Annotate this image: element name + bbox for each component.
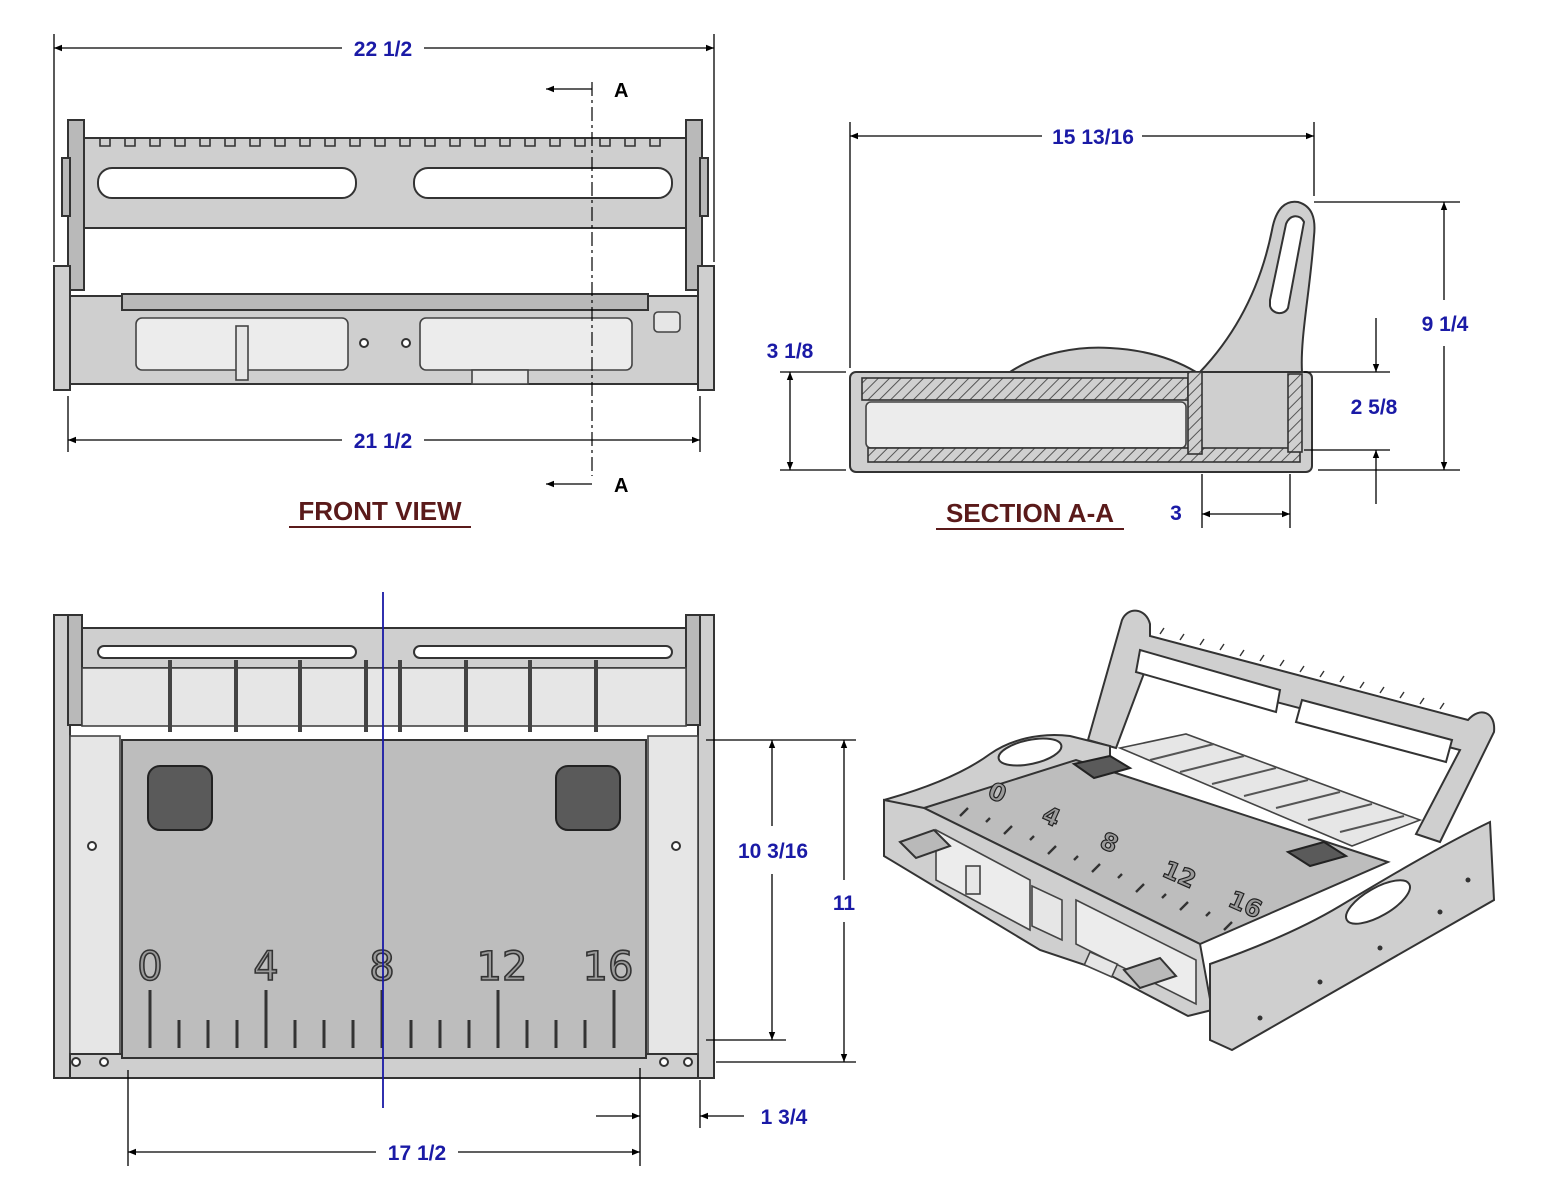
iso-handle-slot-right xyxy=(1294,698,1454,764)
front-base-right-end xyxy=(697,265,715,391)
front-left-bumper xyxy=(61,157,71,217)
top-front-screw-3 xyxy=(659,1057,669,1067)
front-right-bumper xyxy=(699,157,709,217)
dim-section-height: 9 1/4 xyxy=(1422,313,1469,336)
ruler-marks xyxy=(148,990,616,1048)
top-right-side-panel xyxy=(647,735,699,1055)
dim-top-side: 1 3/4 xyxy=(761,1106,808,1129)
top-compartment-strip xyxy=(81,667,687,727)
top-plate-pocket-left xyxy=(147,765,213,831)
top-view: 0 4 8 12 16 10 3/16 11 1 3/4 17 1/2 xyxy=(53,592,856,1166)
iso-right-side xyxy=(1209,820,1496,1052)
iso-handle-notches xyxy=(1159,627,1445,710)
front-latch-left xyxy=(235,325,249,381)
front-handle-slot-left xyxy=(97,167,357,199)
section-view: 15 13/16 9 1/4 3 1/8 2 5/8 3 SECTION A-A xyxy=(767,122,1469,530)
iso-foot-left xyxy=(898,828,952,860)
top-left-side-panel xyxy=(69,735,121,1055)
iso-ruler-marks xyxy=(959,807,1233,931)
iso-foot-center xyxy=(1122,956,1178,990)
iso-left-carry-hole xyxy=(997,737,1063,767)
section-mark-bottom: A xyxy=(614,475,628,497)
top-front-screw-4 xyxy=(683,1057,693,1067)
dim-front-inner-width: 21 1/2 xyxy=(354,430,412,453)
top-front-screw-1 xyxy=(71,1057,81,1067)
top-compartment-dividers xyxy=(168,660,598,732)
front-side-clip xyxy=(653,311,681,333)
section-mark-top: A xyxy=(614,80,628,102)
top-left-pin xyxy=(87,841,97,851)
front-tray-right xyxy=(419,317,633,371)
section-carry-hump xyxy=(1006,346,1200,373)
iso-drawer-center-plate xyxy=(1031,884,1063,942)
top-right-pin xyxy=(671,841,681,851)
section-lid-hatch xyxy=(861,377,1189,401)
dim-section-base-height: 3 1/8 xyxy=(767,340,814,363)
front-handle-slot-right xyxy=(413,167,673,199)
front-view-title: FRONT VIEW xyxy=(298,496,462,526)
iso-plate-pocket-back xyxy=(1071,754,1133,780)
iso-latch-left xyxy=(965,865,981,895)
ruler-label-0: 0 xyxy=(137,944,162,990)
section-upright-slot xyxy=(1269,215,1306,314)
iso-right-side-holes xyxy=(1257,877,1471,1021)
ruler-label-16: 16 xyxy=(583,944,634,990)
dim-section-depth: 15 13/16 xyxy=(1052,126,1134,149)
front-screw-1 xyxy=(359,338,369,348)
front-base-left-end xyxy=(53,265,71,391)
section-view-title: SECTION A-A xyxy=(946,498,1114,528)
front-lid xyxy=(121,293,649,311)
dim-front-overall-width: 22 1/2 xyxy=(354,38,412,61)
top-left-post xyxy=(67,614,83,726)
front-view: A A 22 1/2 21 1/2 FRONT VIEW xyxy=(53,34,715,528)
iso-latch-bottom xyxy=(1083,950,1119,979)
front-handle-notches xyxy=(99,138,661,147)
iso-handle-slot-left xyxy=(1134,648,1282,714)
dim-top-plate-width: 17 1/2 xyxy=(388,1142,446,1165)
dim-top-plate-height: 10 3/16 xyxy=(738,840,808,863)
isometric-view: 0 4 8 12 16 xyxy=(883,609,1496,1052)
front-screw-2 xyxy=(401,338,411,348)
ruler-label-4: 4 xyxy=(253,944,278,990)
top-front-screw-2 xyxy=(99,1057,109,1067)
top-right-post xyxy=(685,614,701,726)
iso-right-carry-hole xyxy=(1345,879,1411,925)
dim-section-wall: 3 xyxy=(1170,502,1182,525)
section-tray xyxy=(865,401,1187,449)
dim-section-inner-height: 2 5/8 xyxy=(1351,396,1398,419)
ruler-label-12: 12 xyxy=(477,944,528,990)
iso-drawer-left xyxy=(935,828,1031,932)
top-plate-pocket-right xyxy=(555,765,621,831)
section-wall-hatch xyxy=(1287,373,1303,453)
top-handle-slot-left xyxy=(97,645,357,659)
top-handle-slot-right xyxy=(413,645,673,659)
iso-plate-pocket-front xyxy=(1285,840,1349,868)
section-floor-hatch xyxy=(867,447,1301,463)
section-divider-hatch xyxy=(1187,371,1203,455)
iso-compartment-dividers xyxy=(1149,743,1405,833)
front-latch-bottom xyxy=(471,369,529,385)
ruler-label-8: 8 xyxy=(369,944,394,990)
dim-top-overall-height: 11 xyxy=(833,892,856,915)
